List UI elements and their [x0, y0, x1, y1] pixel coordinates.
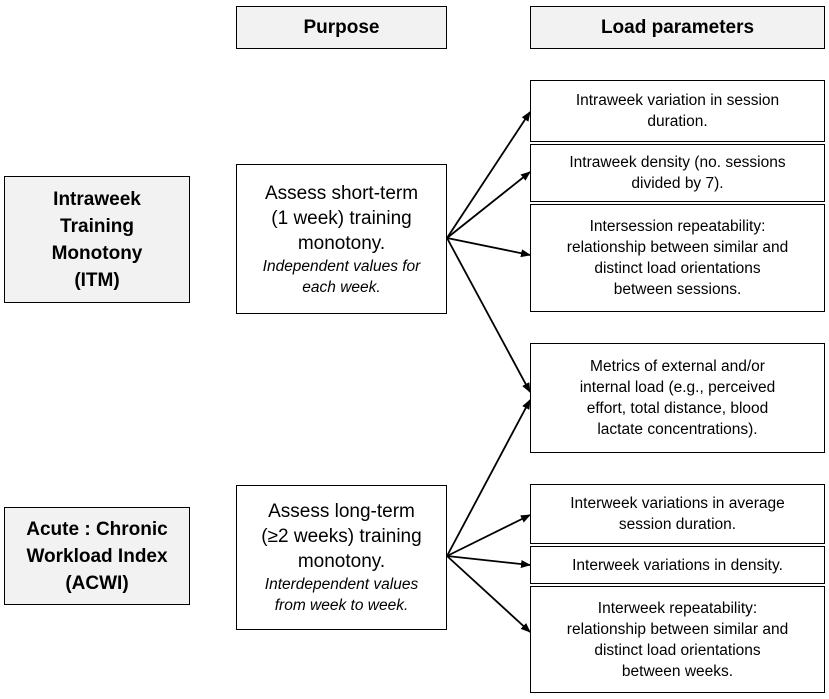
- acwi-purpose-line: (≥2 weeks) training: [261, 526, 422, 547]
- acwi-purpose-line: monotony.: [297, 551, 386, 572]
- param-line: relationship between similar and: [566, 239, 789, 256]
- acwi-purpose-note: Interdependent values: [264, 576, 419, 593]
- itm-line: (ITM): [74, 269, 120, 291]
- purpose-header-label: Purpose: [303, 16, 380, 38]
- param-line: between sessions.: [613, 281, 742, 298]
- acwi-line: Acute : Chronic: [26, 518, 168, 540]
- itm-line: Intraweek: [53, 188, 141, 210]
- param-line: relationship between similar and: [566, 620, 789, 638]
- param-line: between weeks.: [621, 662, 734, 680]
- arrow-itm-to-intraweek-density: [446, 171, 531, 239]
- param-line: distinct load orientations: [594, 641, 761, 659]
- param-metrics: Metrics of external and/or internal load…: [530, 343, 825, 453]
- param-line: internal load (e.g., perceived: [579, 379, 776, 396]
- param-line: Interweek variations in density.: [572, 556, 783, 574]
- arrow-acwi-to-metrics: [446, 399, 531, 557]
- param-intraweek-duration: Intraweek variation in session duration.: [530, 80, 825, 142]
- itm-purpose-note: Independent values for: [262, 257, 421, 275]
- acwi-index-box: Acute : Chronic Workload Index (ACWI): [4, 507, 190, 605]
- param-line: Intraweek variation in session: [575, 92, 780, 109]
- itm-line: Training: [60, 215, 134, 237]
- param-line: divided by 7).: [631, 175, 724, 192]
- arrow-itm-to-intersession-repeatability: [446, 237, 531, 258]
- itm-purpose-line: Assess short-term: [264, 182, 419, 204]
- param-intraweek-density: Intraweek density (no. sessions divided …: [530, 144, 825, 202]
- itm-purpose-line: (1 week) training: [271, 207, 412, 229]
- acwi-purpose-note: from week to week.: [274, 597, 409, 614]
- param-line: session duration.: [618, 516, 737, 533]
- acwi-purpose-line: Assess long-term: [268, 501, 415, 522]
- param-line: Intersession repeatability:: [589, 218, 766, 235]
- param-line: distinct load orientations: [594, 260, 761, 277]
- acwi-line: Workload Index: [26, 545, 168, 567]
- itm-line: Monotony: [51, 242, 143, 264]
- arrow-acwi-to-interweek-density: [446, 555, 531, 569]
- acwi-purpose-box: Assess long-term (≥2 weeks) training mon…: [236, 485, 447, 630]
- param-interweek-duration: Interweek variations in average session …: [530, 484, 825, 544]
- acwi-line: (ACWI): [65, 572, 129, 594]
- param-line: Interweek repeatability:: [597, 599, 758, 617]
- itm-purpose-note: each week.: [302, 278, 381, 296]
- param-line: Intraweek density (no. sessions: [569, 154, 786, 171]
- param-line: lactate concentrations).: [597, 421, 758, 438]
- param-line: duration.: [647, 113, 708, 130]
- param-line: effort, total distance, blood: [586, 400, 769, 417]
- load-parameters-header: Load parameters: [530, 6, 825, 49]
- load-parameters-header-label: Load parameters: [600, 16, 755, 38]
- arrow-itm-to-intraweek-duration: [446, 111, 531, 239]
- purpose-header: Purpose: [236, 6, 447, 49]
- itm-purpose-box: Assess short-term (1 week) training mono…: [236, 164, 447, 314]
- itm-index-box: Intraweek Training Monotony (ITM): [4, 176, 190, 303]
- param-interweek-repeatability: Interweek repeatability: relationship be…: [530, 586, 825, 693]
- arrow-acwi-to-interweek-duration: [446, 514, 531, 557]
- param-intersession-repeatability: Intersession repeatability: relationship…: [530, 204, 825, 312]
- param-line: Metrics of external and/or: [590, 358, 765, 375]
- param-interweek-density: Interweek variations in density.: [530, 546, 825, 584]
- arrow-acwi-to-interweek-repeatability: [446, 555, 531, 633]
- param-line: Interweek variations in average: [570, 495, 785, 512]
- arrow-itm-to-metrics: [446, 237, 531, 393]
- itm-purpose-line: monotony.: [297, 232, 386, 254]
